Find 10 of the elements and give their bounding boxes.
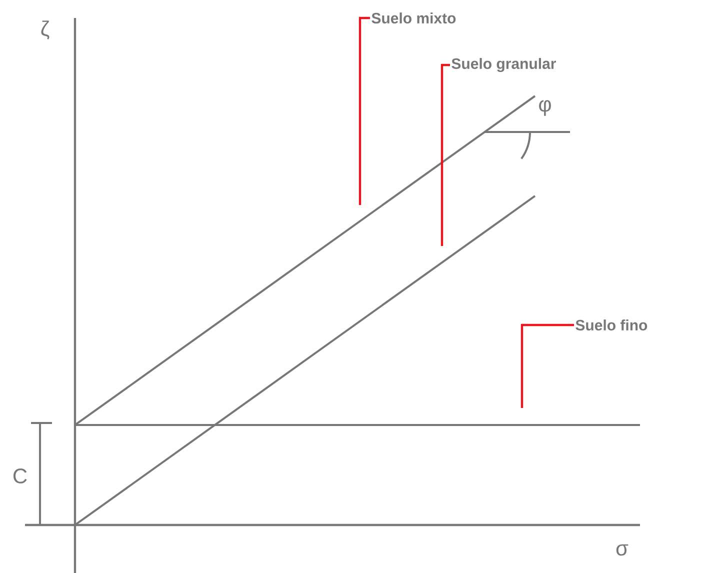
axis-label: ζ — [41, 20, 50, 40]
leader-line — [520, 324, 574, 408]
curve-label: Suelo mixto — [372, 12, 456, 24]
angle-label: φ — [539, 100, 551, 116]
dimension-label: C — [14, 468, 27, 484]
axis-label: σ — [616, 544, 628, 556]
curve-label: Suelo fino — [576, 320, 648, 330]
leader-line — [440, 64, 450, 246]
leader-line — [358, 16, 370, 205]
curve-label: Suelo granular — [452, 58, 556, 72]
